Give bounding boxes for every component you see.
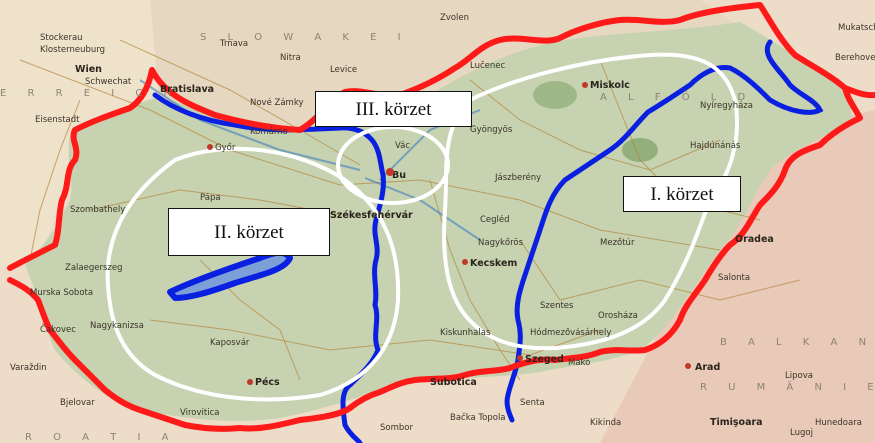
region-label-balkan: B A L K A N H A L B I N [720,337,875,348]
place-sombor: Sombor [380,423,413,433]
place-timisoara: Timişoara [710,417,763,428]
place-budapest: Bu [392,170,406,181]
place-wien: Wien [75,64,102,75]
place-klosterneuburg: Klosterneuburg [40,45,105,55]
place-zalaegerszeg: Zalaegerszeg [65,263,122,273]
place-gyongyos: Gyöngyös [470,125,513,135]
place-hajdunanas: Hajdúnánás [690,141,741,151]
region-label-rumanien: R U M Ä N I E N [700,380,875,393]
place-szombathely: Szombathely [70,205,125,215]
region-label-slovakia: S L O W A K E I [200,32,410,43]
place-szekesfehervar: Székesfehérvár [330,210,413,221]
place-senta: Senta [520,398,545,408]
place-szentes: Szentes [540,301,574,311]
place-bjelovar: Bjelovar [60,398,95,408]
place-schwechat: Schwechat [85,77,132,87]
hortobagy-area [622,138,658,162]
bukk-hills [533,81,577,109]
place-hunedoara: Hunedoara [815,418,862,428]
romania-terrain [600,110,875,443]
place-kikinda: Kikinda [590,418,621,428]
place-papa: Pápa [200,193,221,203]
place-arad: Arad [695,362,720,373]
place-nagykanizsa: Nagykanizsa [90,321,144,331]
place-trnava: Trnava [219,39,248,49]
place-hodmezovasarhely: Hódmezővásárhely [530,327,611,338]
place-komarno: Komárno [250,127,288,137]
district-1-outline [442,52,739,351]
place-zvolen: Zvolen [440,13,469,23]
place-kecskemet: Kecskem [470,258,517,269]
place-subotica: Subotica [430,377,477,388]
district-3-outline [336,125,450,205]
place-nyiregyhaza: Nyíregyháza [700,101,753,111]
place-lugoj: Lugoj [790,428,813,438]
place-szeged: Szeged [525,354,564,365]
place-eisenstadt: Eisenstadt [35,115,80,125]
place-oroshaza: Orosháza [598,311,638,321]
place-mezotur: Mezőtúr [600,238,635,248]
place-lipova: Lipova [785,371,813,381]
place-salonta: Salonta [718,273,750,283]
place-nove-zamky: Nové Zámky [250,97,303,108]
city-markers [207,82,691,385]
place-levice: Levice [330,65,357,75]
place-oradea: Oradea [735,234,774,245]
district-3-label: III. körzet [315,91,472,127]
place-nitra: Nitra [280,53,301,63]
place-labels: Wien Stockerau Klosterneuburg Schwechat … [10,13,875,438]
region-label-alfold: A L F Ö L D [600,90,754,103]
place-jaszbereny: Jászberény [494,172,541,183]
place-lucenec: Lučenec [470,60,505,71]
place-nagykoros: Nagykőrös [478,238,524,248]
region-label-croatia: R O A T I A [25,432,177,443]
lake-balaton [167,249,293,301]
place-cegled: Cegléd [480,214,510,225]
region-label-austria: E R R E I C H [0,88,180,99]
place-gyor: Győr [215,143,236,153]
place-mako: Makó [568,357,590,368]
place-backa-topola: Bačka Topola [450,412,506,423]
place-murska-sobota: Murska Sobota [30,288,93,298]
place-varazdin: Varaždin [10,363,47,373]
place-vac: Vác [395,141,410,151]
place-bratislava: Bratislava [160,84,214,95]
place-mukacheve: Mukatsche [838,23,875,33]
district-1-label: I. körzet [623,176,741,212]
place-berehove: Berehove [835,53,875,63]
place-pecs: Pécs [255,377,280,388]
place-kiskunhalas: Kiskunhalas [440,328,491,338]
place-miskolc: Miskolc [590,80,630,91]
district-2-label: II. körzet [168,208,330,256]
place-virovitica: Virovitica [180,408,219,418]
place-kaposvar: Kaposvár [210,338,250,348]
place-cakovec: Čakovec [40,323,76,335]
place-stockerau: Stockerau [40,33,83,43]
